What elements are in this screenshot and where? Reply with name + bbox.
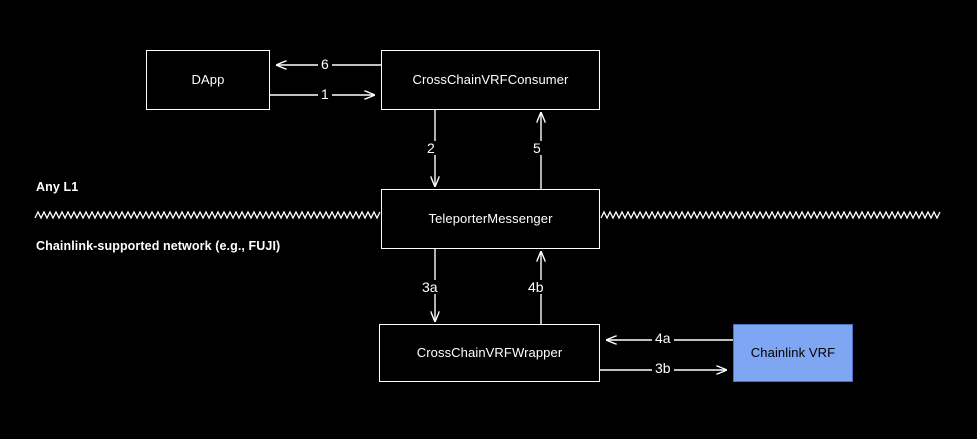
network-divider-right [600, 210, 941, 220]
edge-label-2: 2 [424, 141, 438, 155]
edge-label-4a: 4a [652, 331, 674, 345]
node-cross-chain-vrf-consumer[interactable]: CrossChainVRFConsumer [381, 50, 600, 110]
node-dapp[interactable]: DApp [146, 50, 270, 110]
edge-label-3b: 3b [652, 361, 674, 375]
node-cross-chain-vrf-wrapper-label: CrossChainVRFWrapper [416, 345, 563, 361]
node-cross-chain-vrf-consumer-label: CrossChainVRFConsumer [412, 72, 569, 88]
edge-label-4b: 4b [525, 280, 547, 294]
node-cross-chain-vrf-wrapper[interactable]: CrossChainVRFWrapper [379, 324, 600, 382]
zone-label-chainlink-network: Chainlink-supported network (e.g., FUJI) [36, 239, 281, 253]
node-chainlink-vrf[interactable]: Chainlink VRF [733, 324, 853, 382]
edge-label-3a: 3a [419, 280, 441, 294]
node-dapp-label: DApp [191, 72, 225, 88]
node-teleporter-messenger-label: TeleporterMessenger [428, 211, 553, 227]
node-teleporter-messenger[interactable]: TeleporterMessenger [381, 189, 600, 249]
node-chainlink-vrf-label: Chainlink VRF [750, 345, 836, 361]
edge-label-6: 6 [318, 57, 332, 71]
network-divider-left [34, 210, 381, 220]
zone-label-any-l1: Any L1 [36, 180, 79, 194]
edge-label-1: 1 [318, 87, 332, 101]
edge-label-5: 5 [530, 141, 544, 155]
